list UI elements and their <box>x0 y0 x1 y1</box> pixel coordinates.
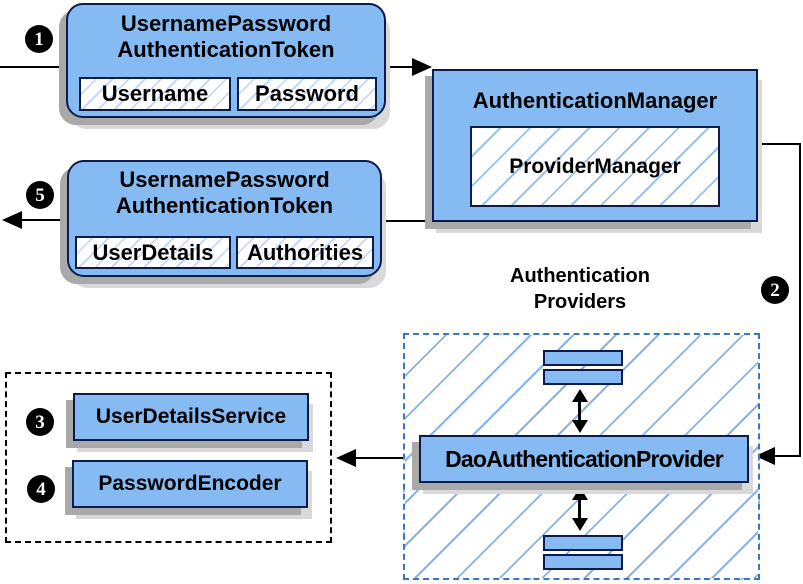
outgoing-response-line <box>20 219 68 221</box>
token-response-title-line2: AuthenticationToken <box>115 193 334 218</box>
token-request-title-line2: AuthenticationToken <box>117 37 335 62</box>
provider-placeholder-bar <box>543 369 623 385</box>
step-5-badge: 5 <box>26 181 54 209</box>
token-to-manager-line <box>384 66 414 68</box>
dao-authentication-provider-box: DaoAuthenticationProvider <box>419 435 749 483</box>
manager-to-provider-line-vertical <box>799 143 801 457</box>
authentication-manager-box: AuthenticationManager ProviderManager <box>432 69 758 222</box>
provider-placeholder-bar <box>543 554 623 570</box>
password-encoder-box: PasswordEncoder <box>72 460 308 508</box>
arrow-up-icon <box>572 487 588 500</box>
step-2-badge: 2 <box>761 276 789 304</box>
authentication-providers-label: Authentication Providers <box>450 263 710 315</box>
manager-to-provider-line-bottom <box>774 455 801 457</box>
provider-placeholder-bar <box>543 350 623 366</box>
double-arrow-top-line <box>578 399 581 423</box>
step-3-badge: 3 <box>26 408 54 436</box>
username-field-box: Username <box>79 77 231 111</box>
username-password-token-request-box: UsernamePassword AuthenticationToken Use… <box>66 3 386 118</box>
arrow-up-icon <box>572 389 588 402</box>
authorities-field-box: Authorities <box>236 236 374 269</box>
arrow-down-icon <box>572 420 588 433</box>
step-1-badge: 1 <box>25 25 53 53</box>
manager-to-token-line <box>380 220 434 222</box>
manager-to-provider-line-top <box>757 143 801 145</box>
outgoing-response-arrowhead-icon <box>2 211 22 229</box>
double-arrow-bottom-line <box>578 497 581 521</box>
authentication-manager-title: AuthenticationManager <box>472 88 718 113</box>
username-password-token-response-box: UsernamePassword AuthenticationToken Use… <box>67 160 382 277</box>
token-response-title: UsernamePassword AuthenticationToken <box>69 162 380 219</box>
token-request-title-line1: UsernamePassword <box>120 11 332 36</box>
authentication-providers-label-line1: Authentication <box>510 265 650 287</box>
provider-to-services-line <box>354 457 420 459</box>
services-arrowhead-icon <box>336 449 356 467</box>
user-details-services-container <box>5 372 332 543</box>
provider-arrowhead-icon <box>755 447 775 465</box>
incoming-request-line <box>0 66 66 68</box>
token-request-title: UsernamePassword AuthenticationToken <box>68 5 384 63</box>
user-details-field-box: UserDetails <box>75 236 231 269</box>
authentication-providers-label-line2: Providers <box>533 291 627 313</box>
provider-placeholder-bar <box>543 535 623 551</box>
password-field-box: Password <box>237 77 377 111</box>
token-response-title-line1: UsernamePassword <box>119 167 330 192</box>
step-4-badge: 4 <box>27 475 55 503</box>
provider-manager-box: ProviderManager <box>470 126 720 207</box>
user-details-service-box: UserDetailsService <box>73 393 309 441</box>
arrow-down-icon <box>572 518 588 531</box>
token-to-manager-arrowhead-icon <box>412 58 432 76</box>
